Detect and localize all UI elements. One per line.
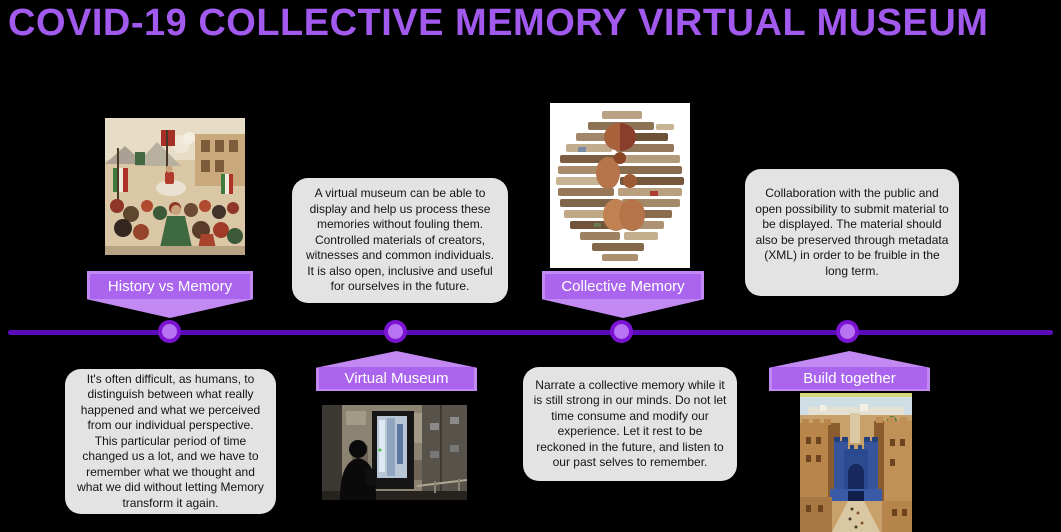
timeline-marker-4: [836, 320, 859, 343]
banner-label: History vs Memory: [107, 278, 233, 295]
note-virtual-museum: A virtual museum can be able to display …: [292, 178, 508, 303]
timeline-line: [8, 330, 1053, 335]
milestone-banner-history-vs-memory: History vs Memory: [87, 271, 253, 318]
timeline-marker-1: [158, 320, 181, 343]
note-history-vs-memory: It's often difficult, as humans, to dist…: [65, 369, 276, 514]
banner-plate: Collective Memory: [545, 274, 701, 299]
milestone-banner-build-together: Build together: [769, 351, 930, 391]
banner-label: Virtual Museum: [344, 369, 449, 387]
note-collective-memory: Narrate a collective memory while it is …: [523, 367, 737, 481]
banner-plate: Build together: [772, 367, 927, 389]
banner-plate: History vs Memory: [90, 274, 250, 299]
banner-label: Build together: [803, 369, 896, 387]
history-painting-image: [105, 118, 245, 255]
timeline-marker-3: [610, 320, 633, 343]
note-build-together: Collaboration with the public and open p…: [745, 169, 959, 296]
timeline-marker-2: [384, 320, 407, 343]
milestone-banner-collective-memory: Collective Memory: [542, 271, 704, 318]
virtual-museum-kiosk-image: [322, 405, 467, 500]
page-title: COVID-19 COLLECTIVE MEMORY VIRTUAL MUSEU…: [8, 2, 989, 44]
milestone-banner-virtual-museum: Virtual Museum: [316, 351, 477, 391]
build-together-city-image: [800, 393, 912, 532]
banner-label: Collective Memory: [561, 278, 685, 295]
banner-plate: Virtual Museum: [319, 367, 474, 389]
collective-memory-artwork-image: [550, 103, 690, 268]
